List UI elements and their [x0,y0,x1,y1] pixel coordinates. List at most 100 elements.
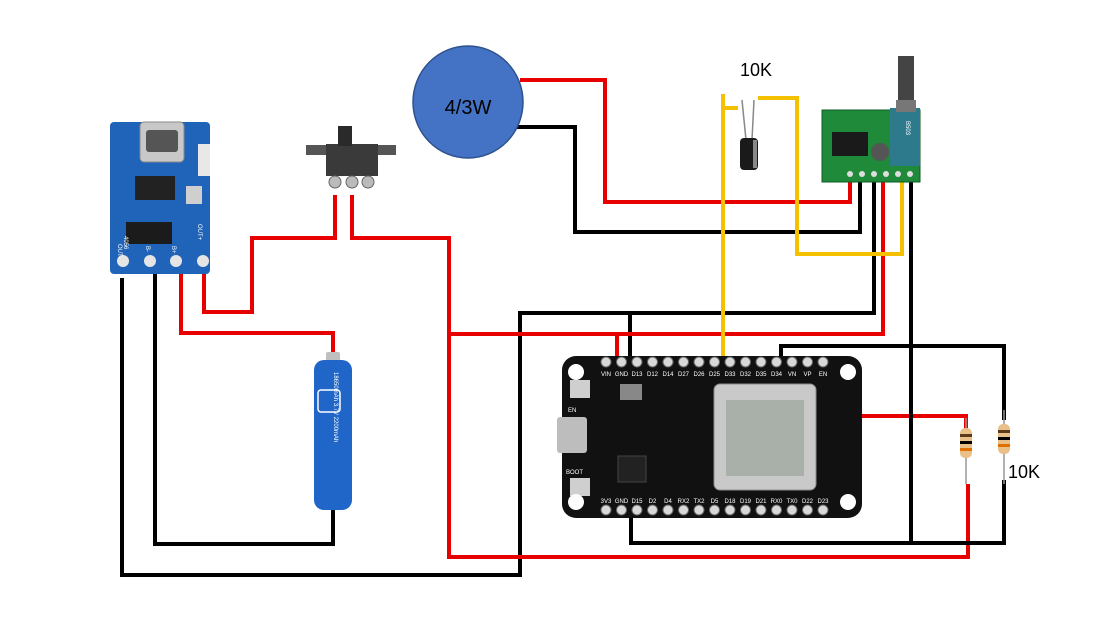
charger-chip [135,176,175,200]
esp32-top-pin-label-12: VN [788,372,796,378]
esp32-bottom-pin-pad-0 [600,504,612,516]
esp32-bottom-pin-label-13: D22 [802,499,814,505]
esp32-top-pin-label-13: VP [803,372,811,378]
esp32-bottom-pin-label-9: D19 [740,499,752,505]
wire-speaker-minus [517,125,862,234]
amplifier-module: B503 [821,56,921,183]
switch-pin-1 [328,175,342,189]
boot-button[interactable] [570,478,590,496]
amp-capacitor [871,143,889,161]
esp32-top-pin-label-10: D35 [755,372,767,378]
switch-pin-2 [345,175,359,189]
esp32-top-pin-pad-13 [802,356,813,368]
esp32-bottom-pin-label-11: RX0 [771,499,783,505]
charger-cap [186,186,202,204]
mount-hole-tr [840,364,856,380]
resistor-2-band-1 [998,430,1010,433]
amp-pad-5 [895,171,901,177]
pad-out-plus [197,255,209,267]
en-label: EN [568,408,576,414]
esp32-bottom-pin-pad-4 [662,504,674,516]
esp32-bottom-pin-pad-8 [724,504,736,516]
wire-amp-gnd [630,180,876,315]
esp32-top-pin-label-9: D32 [740,372,752,378]
switch-pin-3 [361,175,375,189]
esp32-top-pin-pad-9 [740,356,751,368]
esp32-bottom-pin-label-1: GND [615,499,629,505]
wire-cap-amp [758,96,904,256]
charger-module: 4056 OUT- B- B+ OUT+ [110,121,210,274]
pot-collar [896,100,916,112]
esp32-bottom-pin-pad-14 [817,504,829,516]
esp32-top-pin-pad-2 [631,356,643,368]
esp32-top-pin-label-11: D34 [771,372,783,378]
usb-uart-chip [617,455,647,483]
esp32-bottom-pin-pad-2 [631,504,643,516]
battery-body [314,360,352,510]
amp-pad-4 [883,171,889,177]
resistor-1-band-3 [960,448,972,451]
esp32-top-pin-pad-1 [616,356,627,368]
esp32-top-pin-pad-4 [662,356,674,368]
cap-lead-2 [751,99,755,141]
mount-hole-br [840,494,856,510]
wire-battery-minus [153,268,335,546]
switch-toggle [338,126,352,146]
boot-label: BOOT [566,470,583,476]
pad-b-plus [170,255,182,267]
resistor-2-band-2 [998,437,1010,440]
esp32-bottom-pin-label-7: D5 [711,499,719,505]
wire-resistor-top [779,344,1006,420]
slide-switch [306,126,396,189]
esp32-shield [726,400,804,476]
amp-potentiometer [890,108,920,166]
esp32-bottom-pin-label-10: D21 [755,499,767,505]
wire-charger-out-minus [120,278,632,577]
esp32-top-pin-pad-10 [755,356,767,368]
pad-b-minus [144,255,156,267]
esp32-top-pin-pad-8 [724,356,736,368]
esp32-top-pin-label-4: D14 [662,372,674,378]
resistor-1-band-1 [960,434,972,437]
charger-led [198,144,210,176]
micro-usb-port [557,417,587,453]
esp32-bottom-pin-label-0: 3V3 [601,499,612,505]
esp32-bottom-pin-pad-13 [802,504,813,516]
esp32-bottom-pin-pad-12 [786,504,798,516]
resistor-label: 10K [1008,462,1040,482]
protection-chip [126,222,172,244]
pad-out-minus [117,255,129,267]
esp32-top-pin-label-0: VIN [601,372,611,378]
battery: 18650mAh 3.7V 2200mAh [314,352,352,510]
esp32-top-pin-pad-0 [600,356,612,368]
esp32-bottom-pin-label-12: TX0 [786,499,798,505]
resistor-2-band-3 [998,444,1010,447]
en-button[interactable] [570,380,590,398]
cap-stripe [753,140,757,168]
wire-resistor-gnd [629,480,1006,545]
wire-charger-out-plus [202,195,337,314]
esp32-top-pin-pad-12 [786,356,798,368]
amp-pad-6 [907,171,913,177]
esp32-bottom-pin-label-3: D2 [649,499,657,505]
wire-vin-feed [449,180,885,336]
charger-pin-2: B+ [170,246,176,254]
speaker-label: 4/3W [445,97,492,119]
esp32-top-pin-pad-3 [647,356,658,368]
usb-c-slot [146,130,178,152]
esp32-bottom-pin-pad-7 [709,504,720,516]
amp-pad-2 [859,171,865,177]
battery-text: 18650mAh 3.7V 2200mAh [332,372,338,442]
mount-hole-tl [568,364,584,380]
pot-shaft [898,56,914,112]
esp32-top-pin-label-1: GND [615,372,629,378]
esp32-top-pin-label-8: D33 [724,372,736,378]
charger-pin-0: OUT- [116,244,122,258]
charger-chip-text: 4056 [122,236,128,250]
cap-lead-1 [741,99,747,141]
esp32-bottom-pin-label-6: TX2 [693,499,705,505]
esp32-top-pin-pad-14 [817,356,829,368]
